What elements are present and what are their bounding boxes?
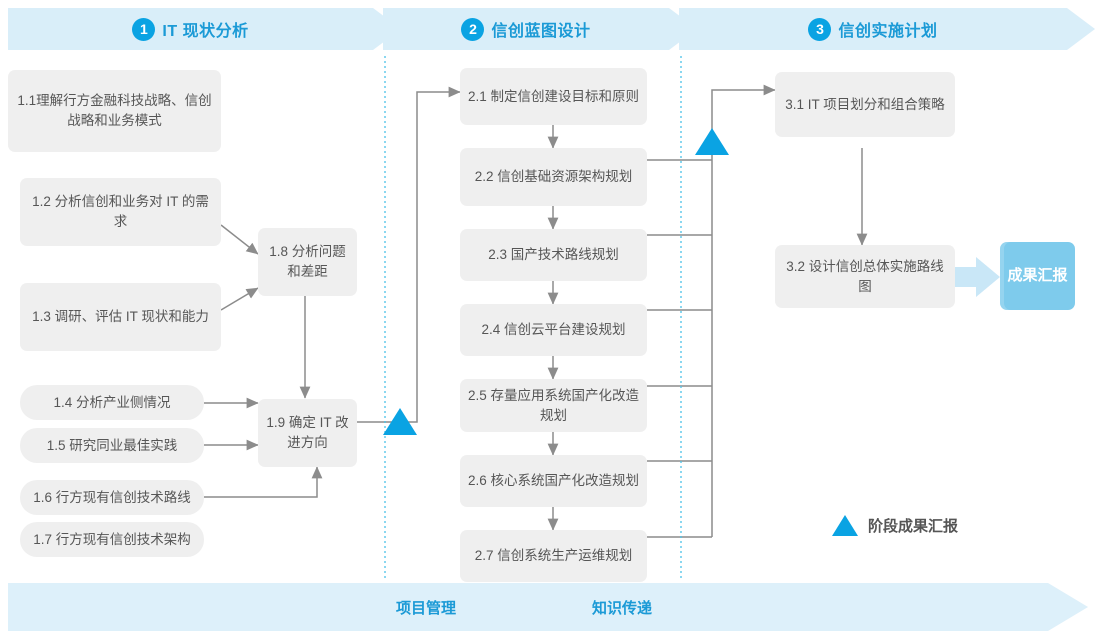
- phase-number-badge: 2: [461, 17, 485, 41]
- task-box-1-5[interactable]: 1.5 研究同业最佳实践: [20, 428, 204, 463]
- phase-header-1[interactable]: 1 IT 现状分析: [8, 8, 373, 50]
- result-box[interactable]: 成果汇报: [1000, 242, 1075, 310]
- phase-band-3: [679, 8, 1067, 50]
- bottom-band: [8, 583, 1048, 631]
- task-box-3-1[interactable]: 3.1 IT 项目划分和组合策略: [775, 72, 955, 137]
- legend-label: 阶段成果汇报: [868, 518, 959, 535]
- phase-header-2[interactable]: 2 信创蓝图设计: [383, 8, 669, 50]
- phase-header-3[interactable]: 3 信创实施计划: [679, 8, 1067, 50]
- phase-band-2: [383, 8, 669, 50]
- bottom-label-knowledge-transfer[interactable]: 知识传递: [592, 599, 653, 617]
- task-box-2-3[interactable]: 2.3 国产技术路线规划: [460, 229, 647, 281]
- phase-title: 信创蓝图设计: [491, 23, 591, 40]
- task-box-1-4[interactable]: 1.4 分析产业侧情况: [20, 385, 204, 420]
- phase-chevron-3: [1067, 8, 1095, 50]
- task-box-2-1[interactable]: 2.1 制定信创建设目标和原则: [460, 68, 647, 125]
- phase-number-badge: 1: [132, 17, 156, 41]
- task-box-1-3[interactable]: 1.3 调研、评估 IT 现状和能力: [20, 283, 221, 351]
- bottom-label-project-management[interactable]: 项目管理: [396, 599, 457, 617]
- task-box-2-4[interactable]: 2.4 信创云平台建设规划: [460, 304, 647, 356]
- phase-number-badge: 3: [808, 17, 832, 41]
- task-box-1-9[interactable]: 1.9 确定 IT 改进方向: [258, 399, 357, 467]
- task-box-2-5[interactable]: 2.5 存量应用系统国产化改造规划: [460, 379, 647, 432]
- task-box-2-6[interactable]: 2.6 核心系统国产化改造规划: [460, 455, 647, 507]
- task-box-1-8[interactable]: 1.8 分析问题和差距: [258, 228, 357, 296]
- task-box-1-2[interactable]: 1.2 分析信创和业务对 IT 的需求: [20, 178, 221, 246]
- phase-title: IT 现状分析: [162, 23, 249, 40]
- task-box-2-7[interactable]: 2.7 信创系统生产运维规划: [460, 530, 647, 582]
- task-box-3-2[interactable]: 3.2 设计信创总体实施路线图: [775, 245, 955, 308]
- bottom-band-arrow-tip: [1048, 583, 1088, 631]
- milestone-triangle-phase1: [383, 408, 417, 435]
- milestone-triangle-phase2: [695, 128, 729, 155]
- triangle-icon: [832, 515, 858, 536]
- task-box-1-1[interactable]: 1.1理解行方金融科技战略、信创战略和业务模式: [8, 70, 221, 152]
- phase-band-1: [8, 8, 373, 50]
- phase-title: 信创实施计划: [838, 23, 938, 40]
- task-box-1-7[interactable]: 1.7 行方现有信创技术架构: [20, 522, 204, 557]
- legend: 阶段成果汇报: [832, 515, 958, 536]
- task-box-2-2[interactable]: 2.2 信创基础资源架构规划: [460, 148, 647, 206]
- task-box-1-6[interactable]: 1.6 行方现有信创技术路线: [20, 480, 204, 515]
